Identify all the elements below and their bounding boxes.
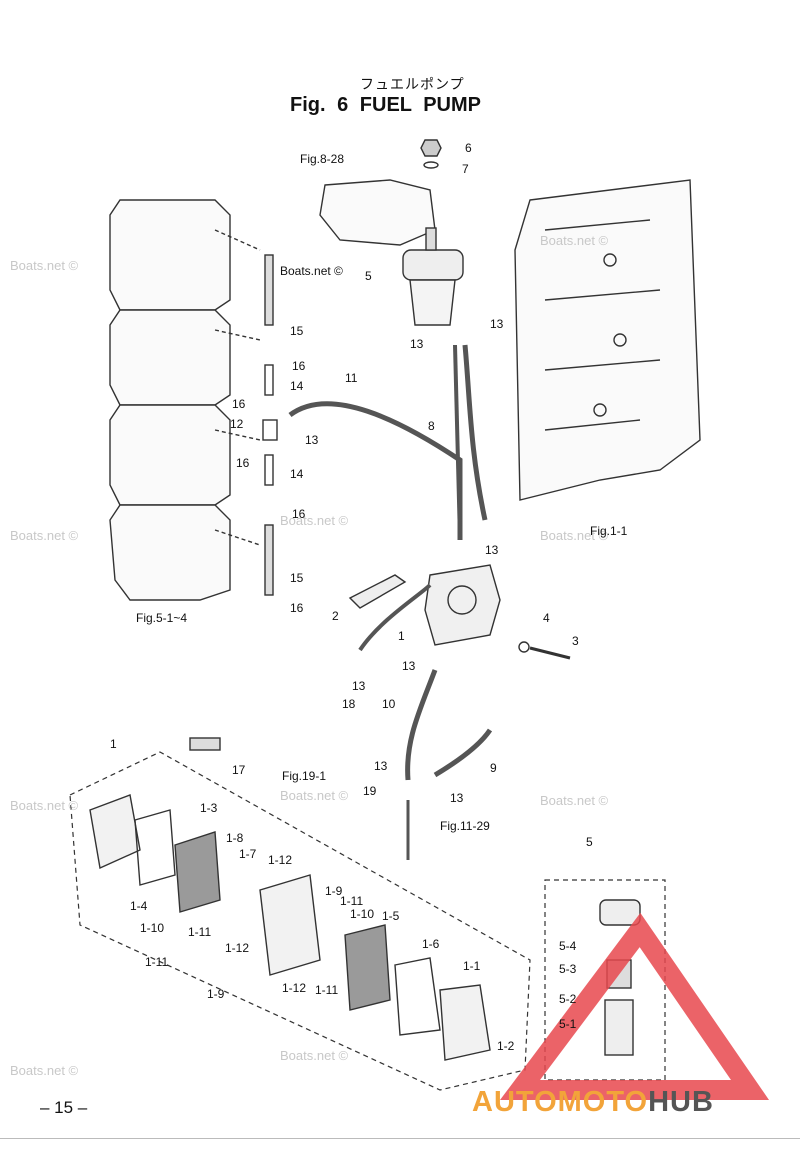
callout: 17 — [232, 763, 246, 777]
callout: 9 — [490, 761, 497, 775]
ref-label: Fig.5-1~4 — [136, 611, 187, 625]
bracket — [319, 179, 436, 246]
callout: 13 — [374, 759, 388, 773]
callout: 4 — [543, 611, 550, 625]
callout: 16 — [290, 601, 304, 615]
logo-triangle — [500, 912, 770, 1100]
callout: 13 — [305, 433, 319, 447]
sub-callout: 1-11 — [145, 955, 168, 969]
watermark: Boats.net © — [540, 793, 609, 808]
page-title: Fig. 6 FUEL PUMP — [290, 94, 481, 116]
watermark: Boats.net © — [10, 528, 79, 543]
ref-label: Fig.11-29 — [440, 819, 490, 833]
callout: 16 — [232, 397, 246, 411]
watermark: Boats.net © — [280, 513, 349, 528]
sub-callout: 1-9 — [325, 884, 343, 898]
watermarks: Boats.net © Boats.net © Boats.net © Boat… — [10, 233, 609, 1078]
sub-callout: 5-3 — [559, 962, 577, 976]
ref-label: Fig.8-28 — [300, 152, 344, 166]
callouts: 1 1 2 3 4 5 5 6 7 8 9 10 11 12 13 13 13 … — [110, 141, 593, 849]
figure-references: Fig.8-28 Fig.1-1 Fig.5-1~4 Fig.19-1 Fig.… — [136, 152, 628, 833]
callout: 19 — [363, 784, 377, 798]
callout: 8 — [428, 419, 435, 433]
callout: 5 — [586, 835, 593, 849]
callout: 13 — [490, 317, 504, 331]
logo-text-automoto: AUTOMOTO — [472, 1086, 649, 1118]
callout: 13 — [485, 543, 499, 557]
callout: 10 — [382, 697, 396, 711]
sub-callout: 1-1 — [463, 959, 481, 973]
ref-label: Fig.1-1 — [590, 524, 628, 538]
callout: 16 — [292, 507, 306, 521]
callout: 1 — [398, 629, 405, 643]
callout: 12 — [230, 417, 244, 431]
page-number: – 15 – — [40, 1098, 88, 1117]
callout: 11 — [345, 371, 358, 385]
sub-callout: 5-4 — [559, 939, 577, 953]
sub-callout: 1-12 — [225, 941, 249, 955]
watermark: Boats.net © — [10, 1063, 79, 1078]
watermark: Boats.net © — [540, 233, 609, 248]
sub-callout: 1-11 — [315, 983, 338, 997]
sub-callout: 1-11 — [340, 894, 363, 908]
ref-label: Fig.19-1 — [282, 769, 326, 783]
callout: 14 — [290, 467, 304, 481]
logo-text-hub: HUB — [648, 1086, 714, 1118]
sub-callout: 1-12 — [268, 853, 292, 867]
japanese-title: フュエルポンプ — [360, 77, 465, 93]
watermark: Boats.net © — [280, 788, 349, 803]
callout: 13 — [410, 337, 424, 351]
bottom-rule — [0, 1138, 800, 1139]
sub-callout: 1-11 — [188, 925, 211, 939]
sub-callout: 1-5 — [382, 909, 400, 923]
sub-callouts: 1-1 1-2 1-3 1-4 1-5 1-6 1-7 1-8 1-9 1-9 … — [130, 801, 577, 1053]
crankcase-block — [514, 179, 701, 501]
sub-callout: 1-6 — [422, 937, 440, 951]
watermark: Boats.net © — [280, 1048, 349, 1063]
callout: 13 — [352, 679, 366, 693]
sub-callout: 5-2 — [559, 992, 577, 1006]
fuel-filter — [402, 139, 464, 326]
sub-callout: 1-2 — [497, 1039, 515, 1053]
callout: 15 — [290, 324, 304, 338]
callout: 2 — [332, 609, 339, 623]
sub-callout: 1-10 — [350, 907, 374, 921]
callout: 16 — [236, 456, 250, 470]
sub-callout: 5-1 — [559, 1017, 577, 1031]
callout: 15 — [290, 571, 304, 585]
watermark: Boats.net © — [10, 258, 79, 273]
watermark: Boats.net © — [540, 528, 609, 543]
fuel-pump — [424, 564, 501, 646]
watermark: Boats.net © — [280, 264, 343, 278]
callout: 16 — [292, 359, 306, 373]
callout: 13 — [402, 659, 416, 673]
callout: 6 — [465, 141, 472, 155]
callout: 1 — [110, 737, 117, 751]
site-logo: AUTOMOTOHUB — [472, 1086, 714, 1119]
sub-callout: 1-10 — [140, 921, 164, 935]
callout: 13 — [450, 791, 464, 805]
callout: 18 — [342, 697, 356, 711]
watermark: Boats.net © — [10, 798, 79, 813]
sub-callout: 1-7 — [239, 847, 257, 861]
sub-callout: 1-8 — [226, 831, 244, 845]
callout: 7 — [462, 162, 469, 176]
callout: 14 — [290, 379, 304, 393]
sub-callout: 1-9 — [207, 987, 225, 1001]
sub-callout: 1-12 — [282, 981, 306, 995]
callout: 5 — [365, 269, 372, 283]
callout: 3 — [572, 634, 579, 648]
engine-block — [109, 199, 261, 601]
sub-callout: 1-4 — [130, 899, 148, 913]
sub-callout: 1-3 — [200, 801, 218, 815]
